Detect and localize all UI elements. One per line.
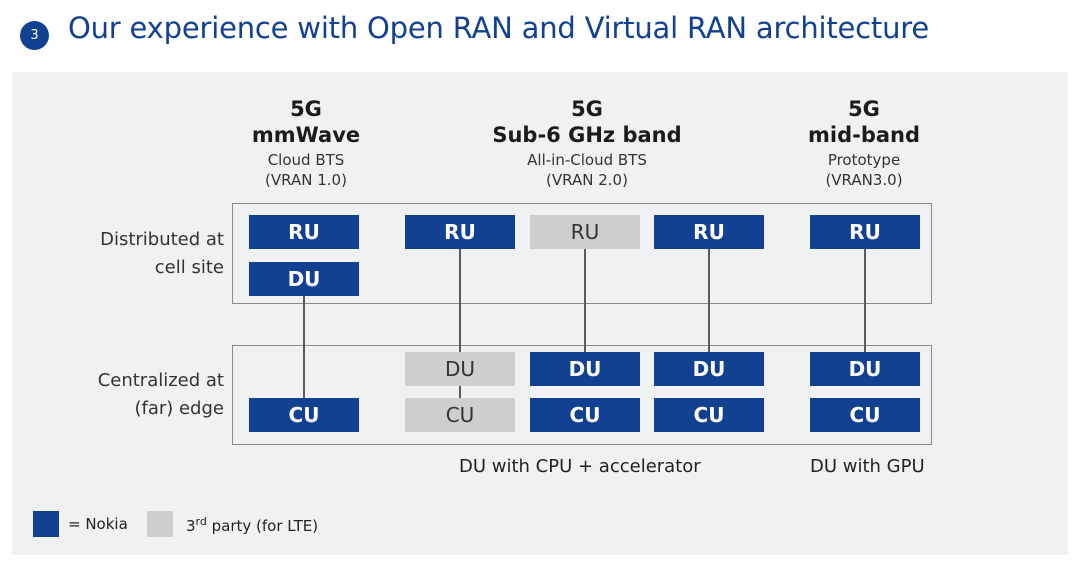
column-heading-line: 5G <box>571 97 603 121</box>
column-heading-mmwave: 5G mmWave Cloud BTS (VRAN 1.0) <box>196 96 416 190</box>
column-subheading: (VRAN 1.0) <box>265 171 347 189</box>
row-label-centralized: Centralized at (far) edge <box>98 367 224 423</box>
edge-group <box>232 345 932 445</box>
row-label-distributed: Distributed at cell site <box>100 226 224 282</box>
column-heading-line: mid-band <box>807 123 920 147</box>
du-box-nokia: DU <box>249 262 359 296</box>
legend-third-party-label: 3rd party (for LTE) <box>186 515 318 535</box>
connector-line <box>459 249 461 353</box>
ru-box-nokia: RU <box>249 215 359 249</box>
caption-du-cpu: DU with CPU + accelerator <box>459 456 701 477</box>
connector-line <box>303 296 305 399</box>
section-number-badge: 3 <box>20 21 49 50</box>
row-label-line: Distributed at <box>100 229 224 250</box>
column-heading-line: mmWave <box>251 123 361 147</box>
row-label-line: Centralized at <box>97 370 224 391</box>
connector-line <box>584 249 586 353</box>
ru-box-nokia: RU <box>810 215 920 249</box>
column-subheading: Cloud BTS <box>267 151 345 169</box>
cell-site-group <box>232 203 932 304</box>
legend-third-suffix: rd <box>195 515 207 528</box>
column-heading-sub6: 5G Sub-6 GHz band All-in-Cloud BTS (VRAN… <box>477 96 697 190</box>
column-subheading: All-in-Cloud BTS <box>527 151 647 169</box>
ru-box-nokia: RU <box>405 215 515 249</box>
page-title: Our experience with Open RAN and Virtual… <box>68 11 929 45</box>
ru-box-nokia: RU <box>654 215 764 249</box>
caption-du-gpu: DU with GPU <box>810 456 925 477</box>
ru-box-third-party: RU <box>530 215 640 249</box>
legend-third-text: party (for LTE) <box>206 517 319 535</box>
legend-third-number: 3 <box>186 517 196 535</box>
column-subheading: (VRAN 2.0) <box>546 171 628 189</box>
legend-nokia-label: = Nokia <box>68 515 128 533</box>
row-label-line: (far) edge <box>134 398 224 419</box>
du-box-nokia: DU <box>530 352 640 386</box>
column-heading-line: 5G <box>290 97 322 121</box>
column-subheading: (VRAN3.0) <box>825 171 903 189</box>
cu-box-nokia: CU <box>654 398 764 432</box>
cu-box-third-party: CU <box>405 398 515 432</box>
column-heading-line: 5G <box>848 97 880 121</box>
cu-box-nokia: CU <box>249 398 359 432</box>
du-box-nokia: DU <box>654 352 764 386</box>
cu-box-nokia: CU <box>810 398 920 432</box>
legend-third-party-swatch <box>147 511 173 537</box>
row-label-line: cell site <box>154 257 224 278</box>
cu-box-nokia: CU <box>530 398 640 432</box>
connector-line <box>459 386 461 398</box>
connector-line <box>708 249 710 353</box>
du-box-nokia: DU <box>810 352 920 386</box>
diagram-panel <box>12 72 1068 555</box>
connector-line <box>864 249 866 353</box>
column-heading-midband: 5G mid-band Prototype (VRAN3.0) <box>754 96 974 190</box>
column-heading-line: Sub-6 GHz band <box>492 123 682 147</box>
legend-nokia-swatch <box>33 511 59 537</box>
du-box-third-party: DU <box>405 352 515 386</box>
column-subheading: Prototype <box>827 151 901 169</box>
